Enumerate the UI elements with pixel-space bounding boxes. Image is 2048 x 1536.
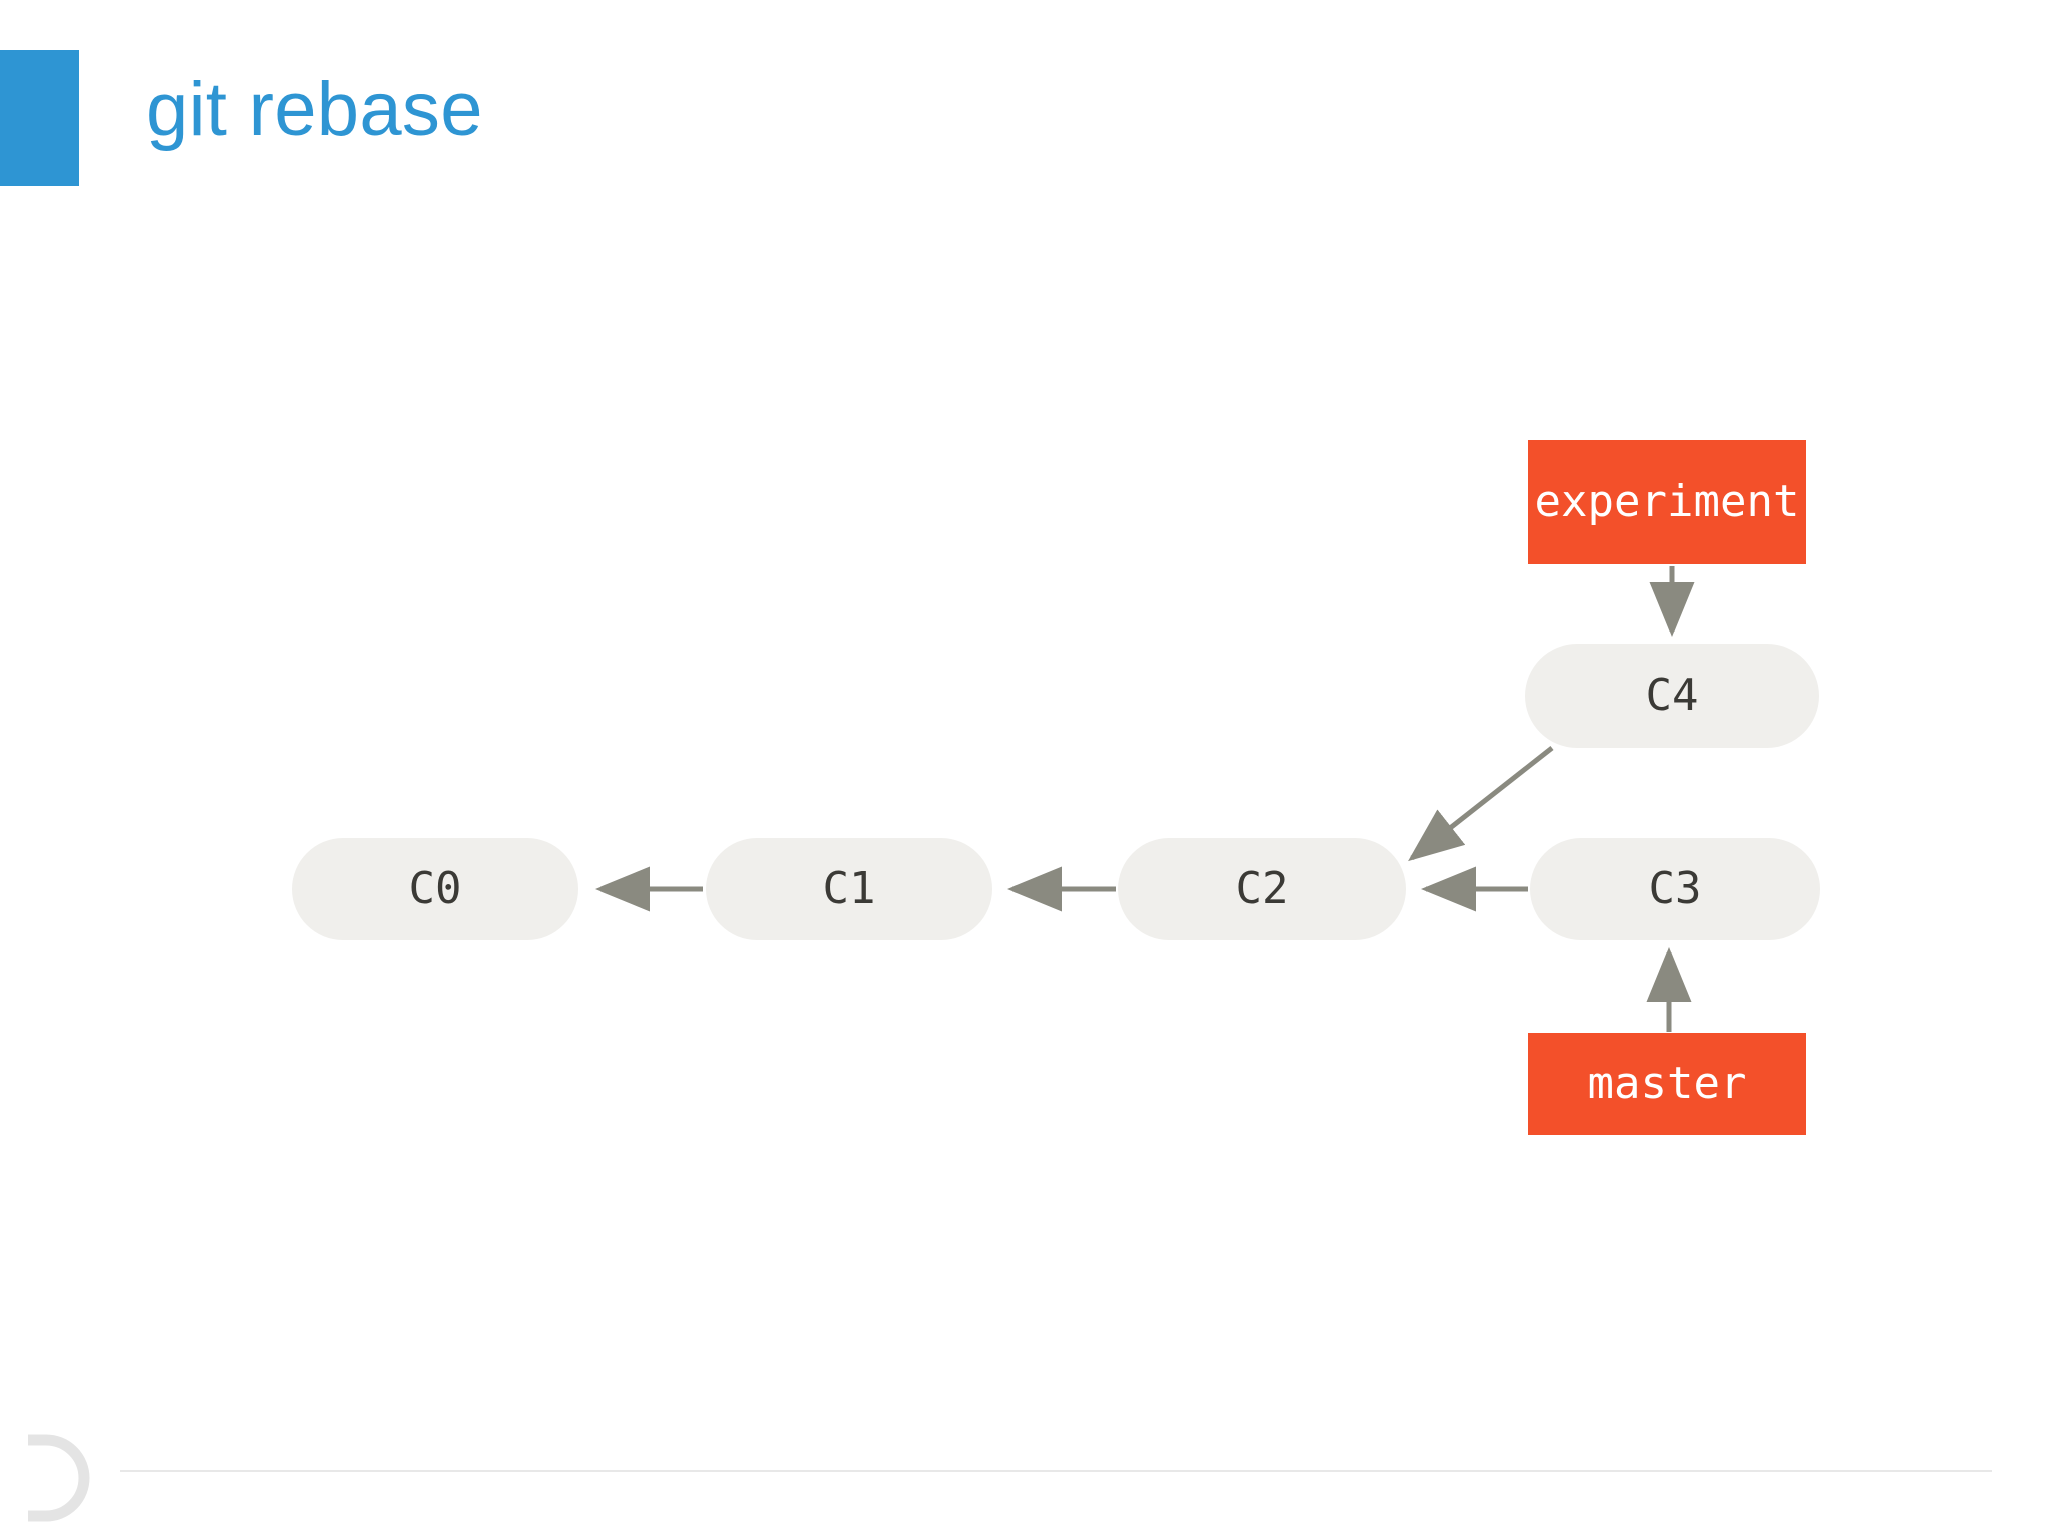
edge-c4-to-c2 <box>1408 746 1554 862</box>
commit-node-c3[interactable]: C3 <box>1530 838 1820 940</box>
page-title: git rebase <box>146 67 483 152</box>
branch-ref-experiment[interactable]: experiment <box>1528 440 1806 564</box>
commit-node-label: C0 <box>408 863 462 914</box>
arc-logo-icon <box>28 1434 90 1522</box>
commit-node-c1[interactable]: C1 <box>706 838 992 940</box>
title-accent-bar <box>0 50 79 186</box>
commit-node-c2[interactable]: C2 <box>1118 838 1406 940</box>
commit-node-label: C3 <box>1648 863 1702 914</box>
branch-ref-label: master <box>1587 1058 1747 1109</box>
branch-ref-master[interactable]: master <box>1528 1033 1806 1135</box>
commit-node-c0[interactable]: C0 <box>292 838 578 940</box>
commit-node-label: C4 <box>1645 670 1699 721</box>
branch-ref-label: experiment <box>1534 476 1800 527</box>
commit-node-label: C2 <box>1235 863 1289 914</box>
commit-node-c4[interactable]: C4 <box>1525 644 1819 748</box>
footer-divider <box>120 1470 1992 1472</box>
commit-node-label: C1 <box>822 863 876 914</box>
